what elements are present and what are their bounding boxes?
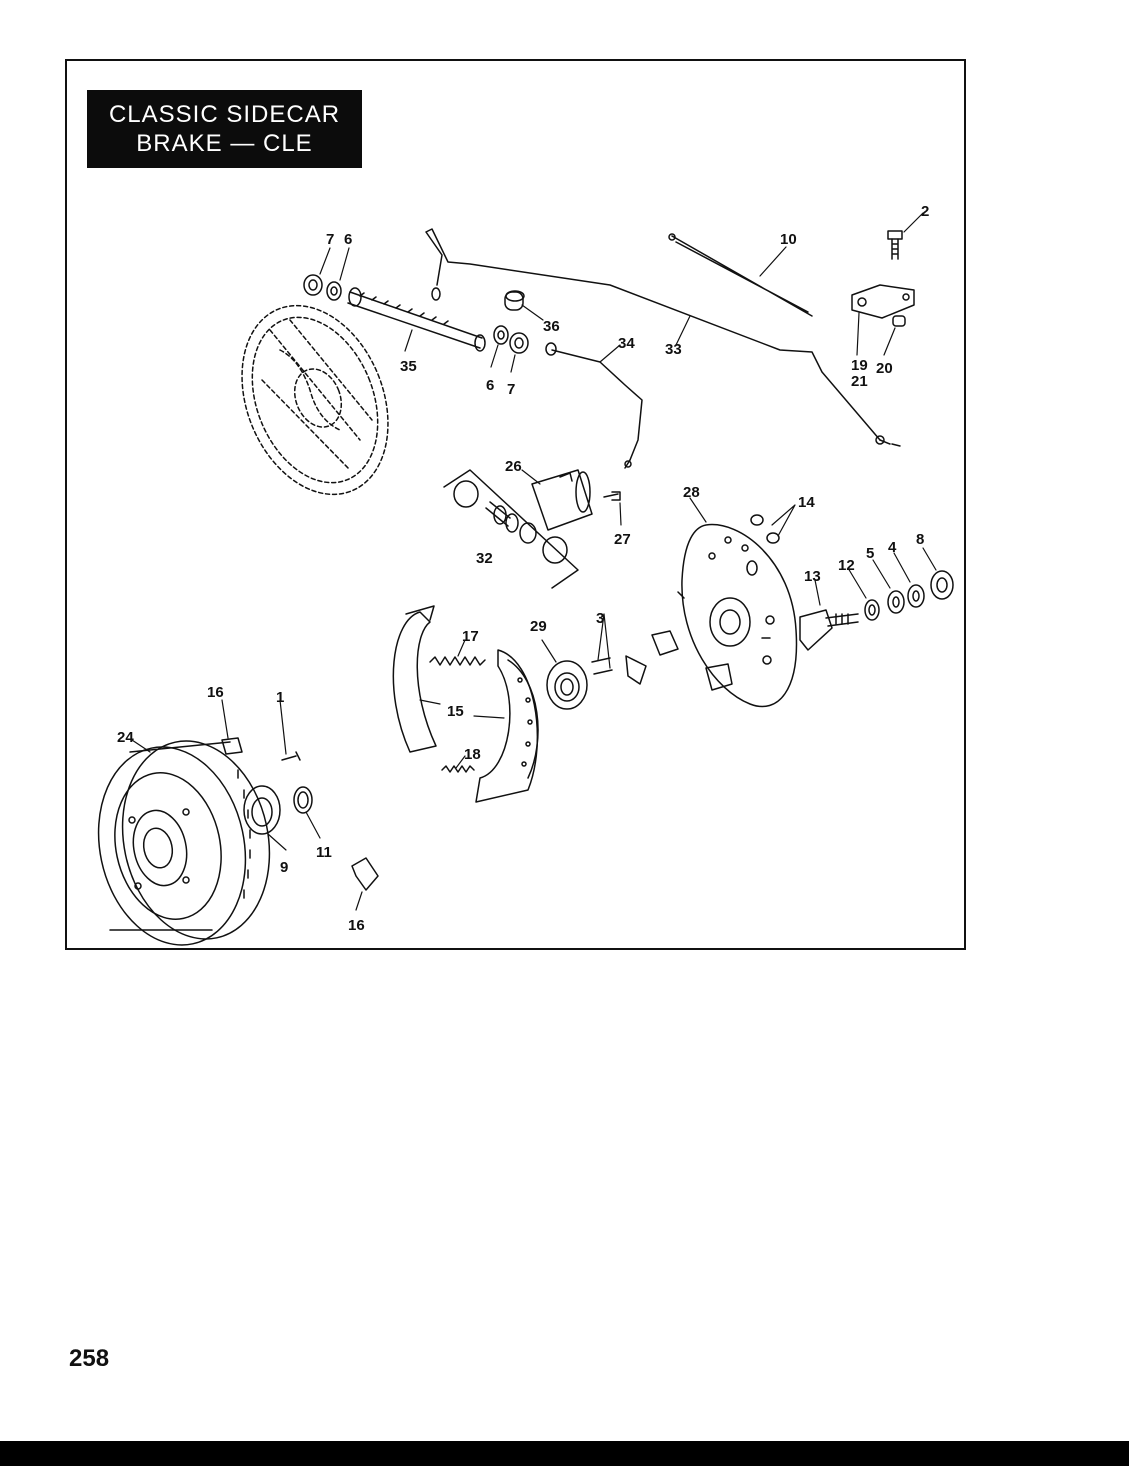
callout-6-upper: 6 — [344, 231, 352, 248]
repair-kit-32 — [443, 469, 579, 589]
callout-19: 19 — [851, 357, 868, 374]
brake-line-33 — [425, 228, 901, 447]
ring-11 — [293, 786, 313, 814]
callout-7-upper: 7 — [326, 231, 334, 248]
callout-35: 35 — [400, 358, 417, 375]
callout-18: 18 — [464, 746, 481, 763]
bleeder-27 — [603, 491, 621, 501]
backing-plate-ghost — [241, 304, 389, 496]
callout-1: 1 — [276, 689, 284, 706]
screw-1 — [281, 751, 301, 761]
brake-line-34 — [545, 342, 643, 469]
lever-13 — [799, 609, 859, 651]
callout-8: 8 — [916, 531, 924, 548]
nut-7-upper — [303, 274, 323, 296]
callout-26: 26 — [505, 458, 522, 475]
axle — [347, 287, 486, 352]
callout-28: 28 — [683, 484, 700, 501]
seal-9 — [243, 785, 281, 835]
brake-drum-24 — [97, 740, 271, 946]
callout-21: 21 — [851, 373, 868, 390]
callout-34: 34 — [618, 335, 635, 352]
spring-18 — [441, 765, 475, 773]
tee-fitting-19 — [851, 284, 915, 319]
callout-7-lower: 7 — [507, 381, 515, 398]
nuts-14 — [750, 514, 780, 544]
title-line-2: BRAKE — CLE — [136, 130, 313, 157]
rod-10 — [668, 233, 813, 317]
plug-20 — [892, 315, 906, 327]
page-number: 258 — [69, 1345, 110, 1372]
clip-16-lower — [351, 857, 379, 891]
wheel-cylinder-26 — [531, 469, 593, 531]
callout-17: 17 — [462, 628, 479, 645]
title-line-1: CLASSIC SIDECAR — [108, 101, 341, 128]
callout-10: 10 — [780, 231, 797, 248]
brake-shoe-front — [392, 605, 437, 753]
callout-16-lower: 16 — [348, 917, 365, 934]
washer-12 — [864, 599, 880, 621]
washer-4 — [907, 584, 925, 608]
washer-6-upper — [326, 281, 342, 301]
callout-15: 15 — [447, 703, 464, 720]
callout-32: 32 — [476, 550, 493, 567]
nut-8 — [930, 570, 954, 600]
callout-36: 36 — [543, 318, 560, 335]
callout-20: 20 — [876, 360, 893, 377]
callout-3: 3 — [596, 610, 604, 627]
callout-5: 5 — [866, 545, 874, 562]
title-box: CLASSIC SIDECAR BRAKE — CLE — [87, 90, 362, 168]
callout-33: 33 — [665, 341, 682, 358]
diagram-frame — [65, 59, 966, 950]
adjuster-29 — [546, 660, 588, 710]
washer-6-lower — [493, 325, 509, 345]
callout-labels: 7 6 36 35 6 7 34 33 10 2 19 21 20 26 27 … — [117, 203, 929, 934]
callout-27: 27 — [614, 531, 631, 548]
bolt-2 — [887, 230, 903, 260]
callout-4: 4 — [888, 539, 897, 556]
backing-plate-28 — [677, 523, 798, 708]
callout-14: 14 — [798, 494, 815, 511]
callout-2: 2 — [921, 203, 929, 220]
cam-hardware-3 — [591, 630, 679, 685]
nut-7-lower — [509, 332, 529, 354]
callout-24: 24 — [117, 729, 134, 746]
callout-29: 29 — [530, 618, 547, 635]
washer-5 — [887, 590, 905, 614]
clip-16-upper — [221, 737, 243, 755]
spring-17 — [429, 656, 486, 666]
callout-6-lower: 6 — [486, 377, 494, 394]
leader-lines — [131, 212, 937, 911]
bottom-bar — [0, 1441, 1129, 1466]
callout-12: 12 — [838, 557, 855, 574]
callout-11: 11 — [316, 844, 332, 861]
callout-9: 9 — [280, 859, 288, 876]
brake-shoe-rear — [475, 649, 539, 803]
callout-13: 13 — [804, 568, 821, 585]
callout-16-upper: 16 — [207, 684, 224, 701]
cap-36 — [504, 290, 525, 311]
